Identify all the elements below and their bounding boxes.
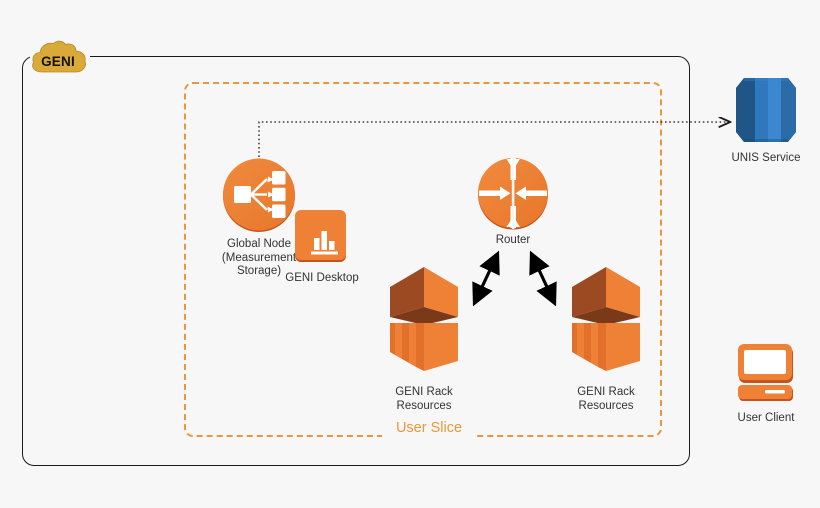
database-cache-icon <box>736 78 796 142</box>
geni-cloud-badge: GENI <box>28 39 88 75</box>
global-node-label: Global Node (Measurement Storage) <box>221 238 297 277</box>
geni-desktop-label: GENI Desktop <box>285 272 359 284</box>
user-slice-label: User Slice <box>382 418 476 438</box>
rack-left-label: GENI Rack Resources <box>395 386 453 412</box>
router-label: Router <box>495 234 531 246</box>
computer-monitor-icon <box>738 344 793 401</box>
bar-chart-app-icon <box>295 210 346 262</box>
load-balancer-icon <box>223 158 295 232</box>
unis-service-node-icon[interactable] <box>735 72 797 148</box>
router-node-icon[interactable] <box>475 155 551 231</box>
unis-service-label: UNIS Service <box>731 152 801 164</box>
user-client-node-icon[interactable] <box>735 343 797 401</box>
geni-desktop-icon[interactable] <box>294 209 348 263</box>
rack-left-node-icon[interactable] <box>388 265 460 373</box>
geni-label: GENI <box>41 54 75 69</box>
global-node-icon[interactable] <box>221 157 297 233</box>
user-client-label: User Client <box>737 412 795 424</box>
rack-right-label: GENI Rack Resources <box>577 386 635 412</box>
rack-stack-icon <box>390 267 458 371</box>
cloud-icon <box>32 40 86 73</box>
rack-stack-icon <box>572 267 640 371</box>
geni-boundary <box>22 56 690 466</box>
router-icon <box>478 157 548 230</box>
rack-right-node-icon[interactable] <box>570 265 642 373</box>
